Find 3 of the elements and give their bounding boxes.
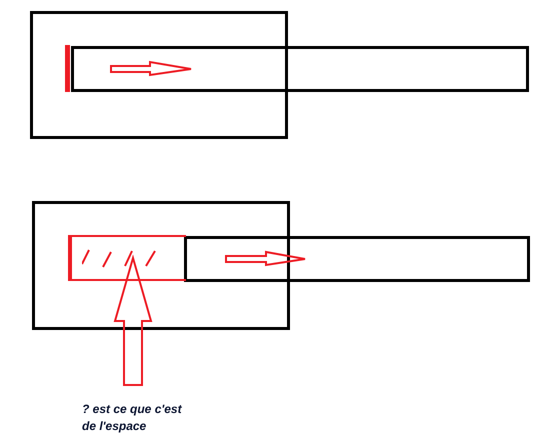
hatched-chamber (68, 235, 186, 281)
block-arrow (114, 254, 152, 386)
question-note: ? est ce que c'est de l'espace (82, 401, 194, 435)
